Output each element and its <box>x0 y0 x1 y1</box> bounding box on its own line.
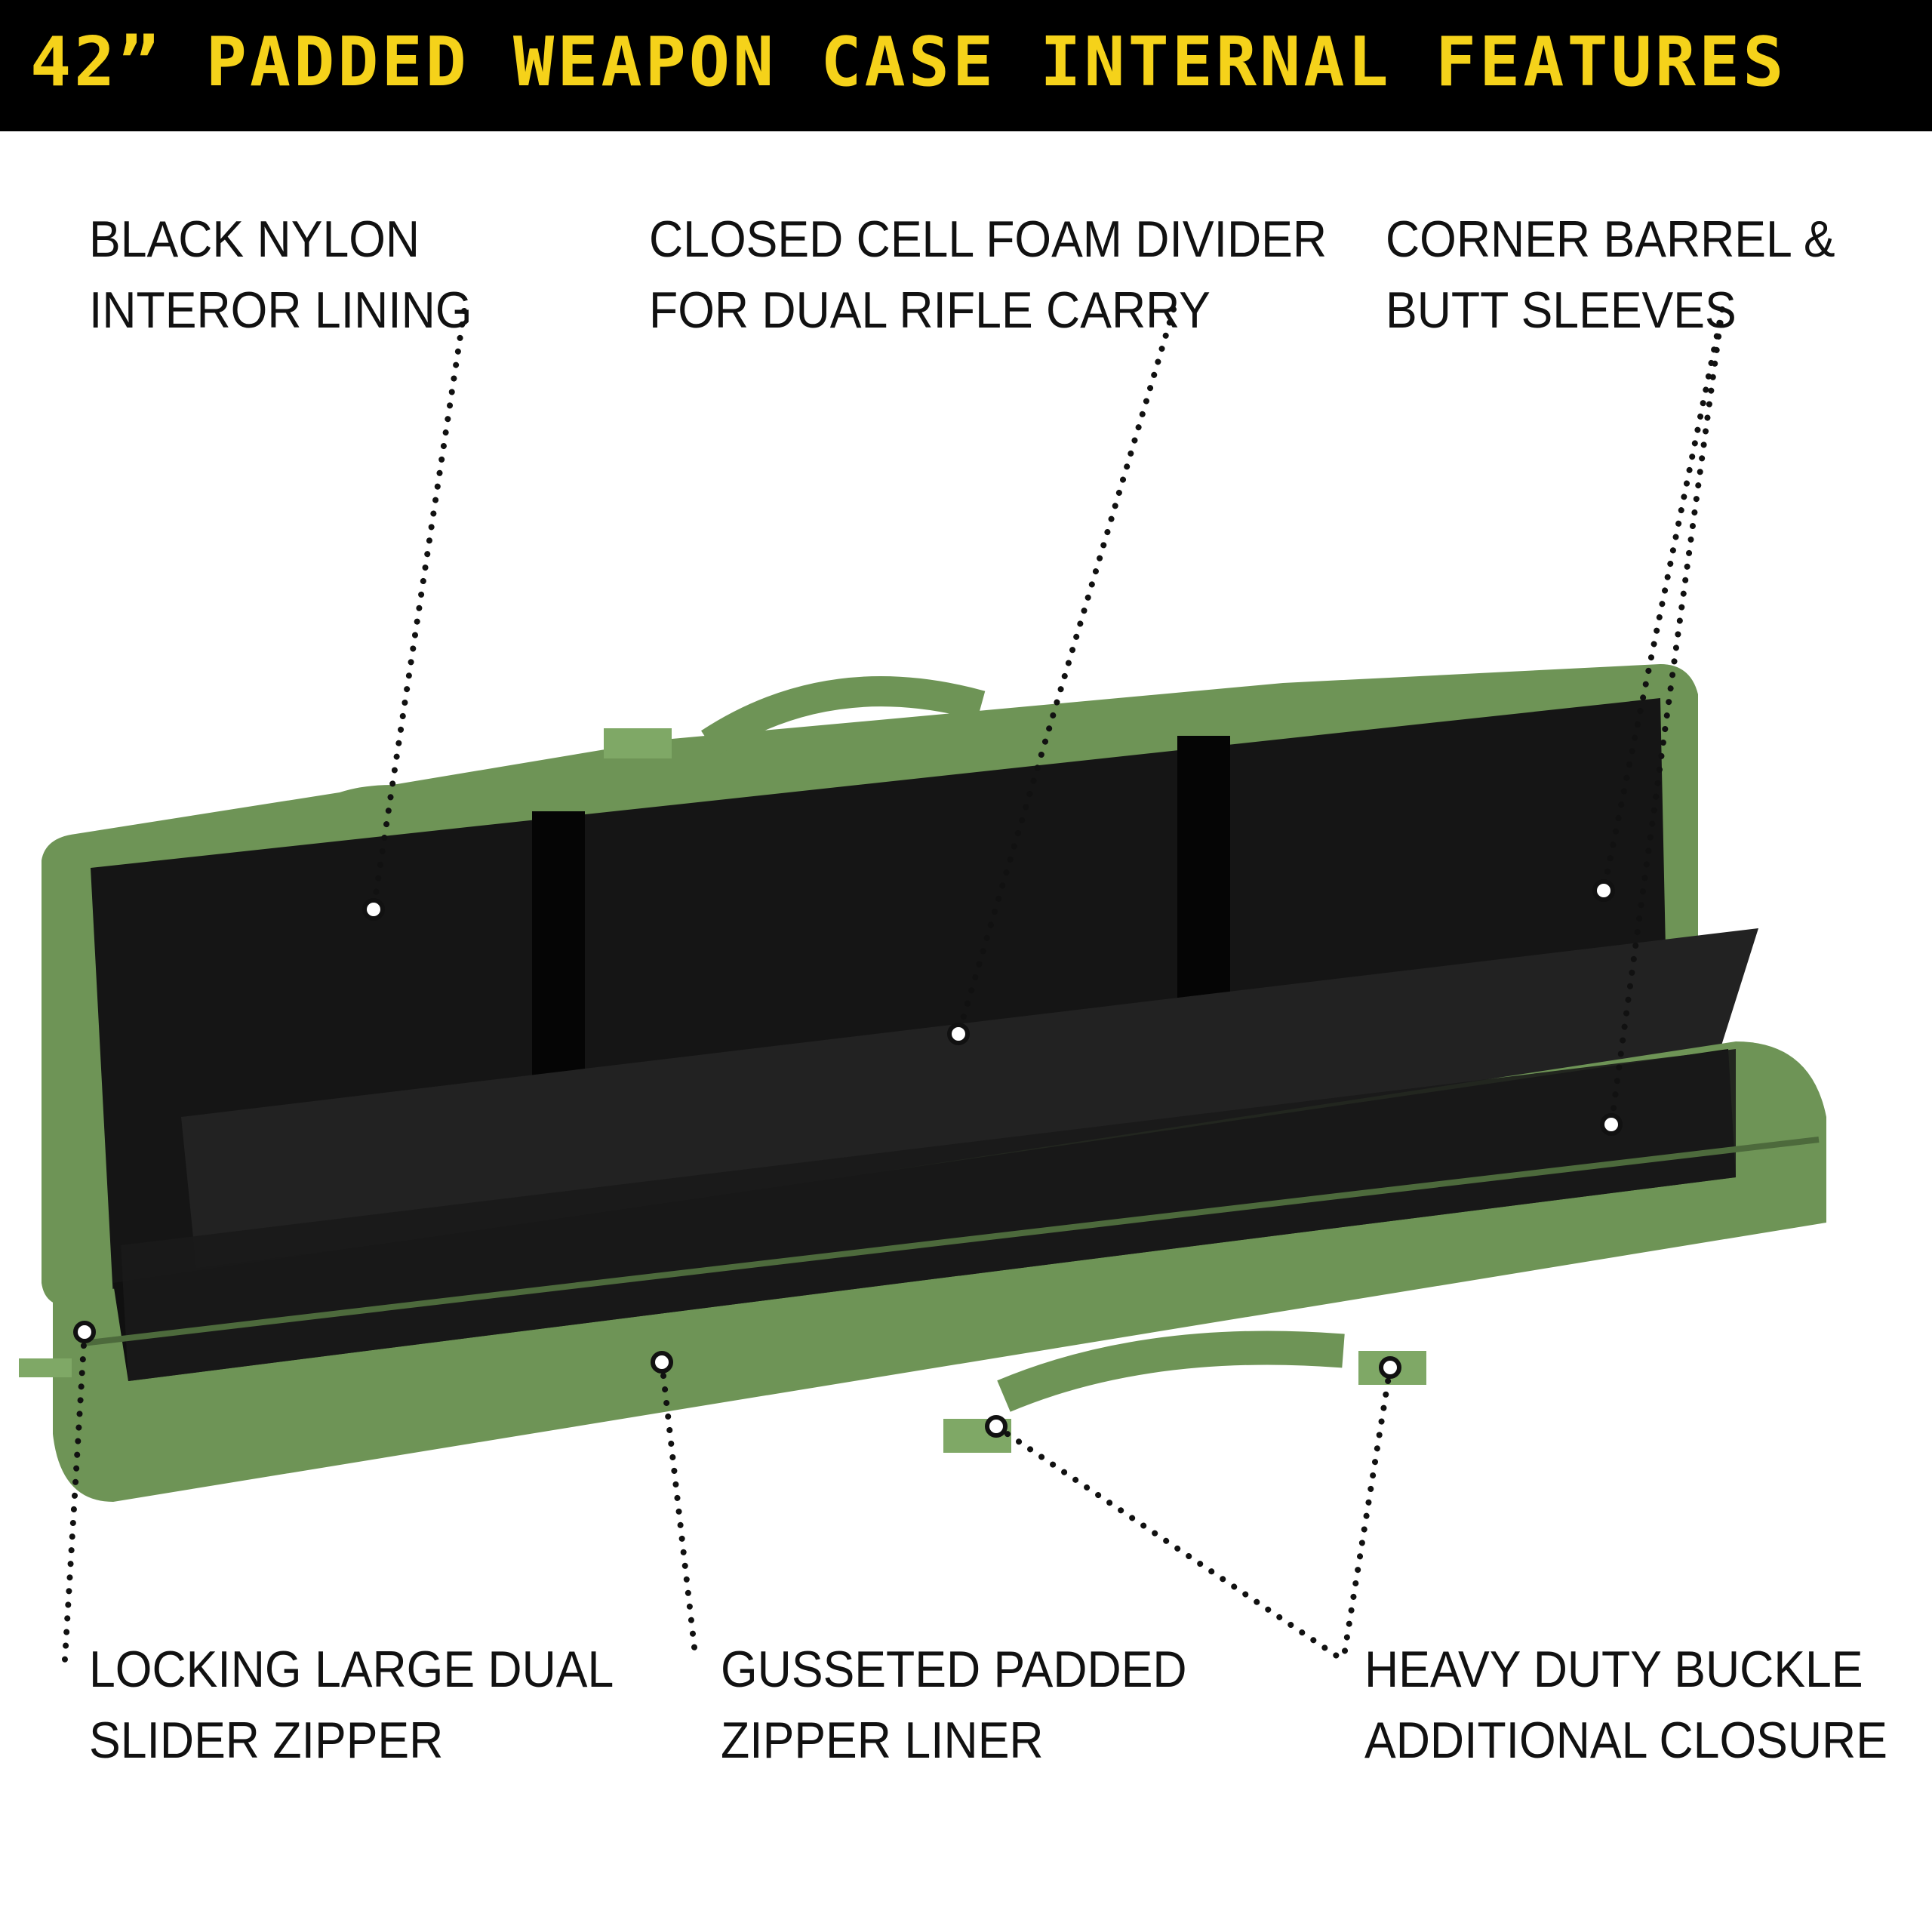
feature-line: HEAVY DUTY BUCKLE <box>1364 1641 1863 1698</box>
zipper-pull <box>19 1358 72 1377</box>
marker-divider <box>947 1023 970 1045</box>
feature-label-sleeves: CORNER BARREL & BUTT SLEEVES <box>1386 204 1835 346</box>
feature-line: BLACK NYLON <box>89 211 420 268</box>
feature-line: LOCKING LARGE DUAL <box>89 1641 614 1698</box>
marker-sleeves-bottom <box>1600 1113 1623 1136</box>
lid-handle <box>701 676 986 756</box>
zipper-track <box>82 1137 1820 1346</box>
feature-label-liner: GUSSETED PADDED ZIPPER LINER <box>721 1634 1187 1776</box>
leader-line-sleeves-2 <box>1608 306 1725 1128</box>
gusseted-zipper-liner <box>121 1049 1736 1381</box>
marker-buckle-left <box>985 1415 1008 1438</box>
feature-label-divider: CLOSED CELL FOAM DIVIDER FOR DUAL RIFLE … <box>649 204 1327 346</box>
marker-buckle-right <box>1379 1356 1401 1379</box>
feature-line: SLIDER ZIPPER <box>89 1712 444 1769</box>
leader-line-liner <box>659 1359 699 1663</box>
leader-line-buckle <box>993 1423 1346 1663</box>
feature-line: INTEROR LINING <box>89 281 472 339</box>
foam-divider <box>181 928 1758 1268</box>
feature-line: FOR DUAL RIFLE CARRY <box>649 281 1211 339</box>
feature-line: ZIPPER LINER <box>721 1712 1044 1769</box>
leader-line-lining <box>371 308 467 912</box>
title-bar: 42” PADDED WEAPON CASE INTERNAL FEATURES <box>0 0 1932 131</box>
leader-line-buckle-2 <box>1340 1364 1393 1663</box>
feature-label-buckle: HEAVY DUTY BUCKLE ADDITIONAL CLOSURE <box>1364 1634 1887 1776</box>
feature-line: CORNER BARREL & <box>1386 211 1835 268</box>
leader-line-zipper <box>61 1329 88 1675</box>
marker-lining <box>362 898 385 921</box>
leader-line-sleeves <box>1601 306 1725 894</box>
feature-line: CLOSED CELL FOAM DIVIDER <box>649 211 1327 268</box>
lid-buckle <box>604 728 672 758</box>
feature-label-zipper: LOCKING LARGE DUAL SLIDER ZIPPER <box>89 1634 614 1776</box>
page-title: 42” PADDED WEAPON CASE INTERNAL FEATURES <box>30 23 1787 102</box>
feature-label-lining: BLACK NYLON INTEROR LINING <box>89 204 472 346</box>
marker-liner <box>651 1351 673 1374</box>
marker-zipper <box>73 1321 96 1343</box>
base-handle <box>997 1331 1345 1412</box>
feature-line: BUTT SLEEVES <box>1386 281 1737 339</box>
feature-line: GUSSETED PADDED <box>721 1641 1187 1698</box>
marker-sleeves-top <box>1592 879 1615 902</box>
feature-line: ADDITIONAL CLOSURE <box>1364 1712 1887 1769</box>
leader-line-divider <box>955 306 1177 1037</box>
